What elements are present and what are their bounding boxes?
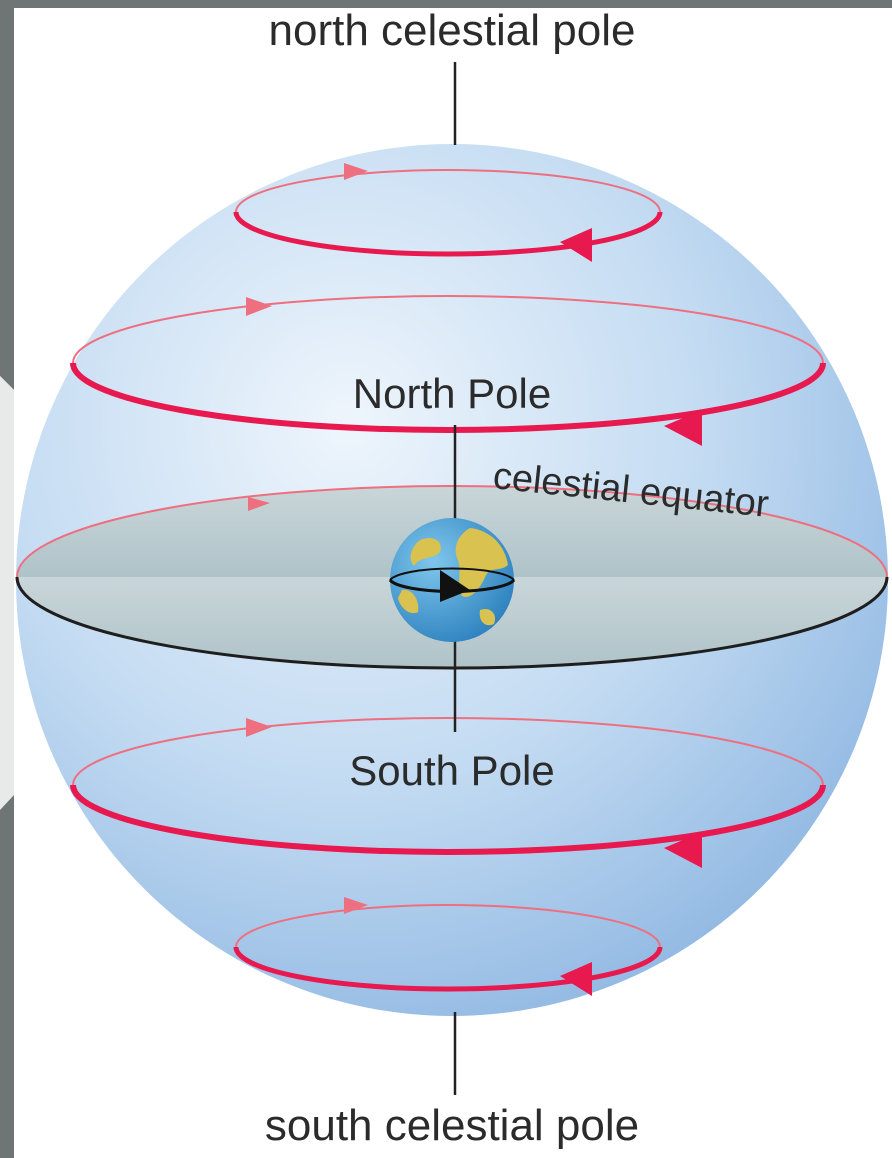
north-celestial-pole-label: north celestial pole (269, 6, 636, 55)
arrowhead-icon (246, 297, 272, 316)
diurnal-circle-lower (70, 717, 826, 868)
arrowhead-icon (664, 410, 702, 446)
north-pole-label: North Pole (353, 370, 551, 417)
arrowhead-icon (344, 897, 368, 914)
arrowhead-icon (560, 962, 592, 996)
diurnal-circle-upper (70, 295, 826, 446)
arrowhead-icon (664, 832, 702, 868)
diurnal-circle-top (233, 163, 663, 262)
diurnal-circle-bottom (233, 897, 663, 996)
south-pole-label: South Pole (349, 747, 555, 794)
south-celestial-pole-label: south celestial pole (265, 1101, 639, 1150)
arrowhead-icon (560, 228, 592, 262)
rotation-arrow-icon (388, 567, 516, 602)
arrowhead-icon (246, 718, 272, 737)
equator-arrowhead-icon (248, 497, 270, 511)
arrowhead-icon (344, 163, 368, 180)
